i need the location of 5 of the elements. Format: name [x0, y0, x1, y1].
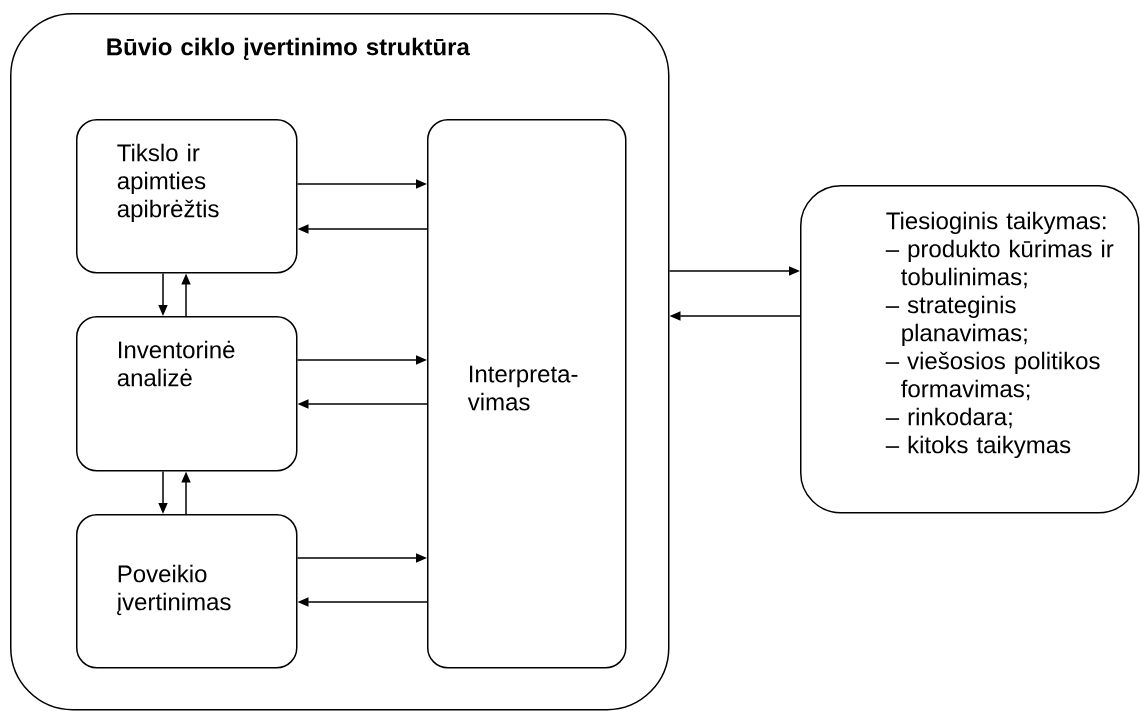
process-box: Inventorinė analizė [76, 316, 298, 472]
application-box: Tiesioginis taikymas: – produkto kūrimas ir tobulinimas; – strateginis planavimas; – viešosios politikos formavimas; – rinkodara; – kitoks taikymas [800, 185, 1140, 514]
process-box: Poveikio įvertinimas [76, 514, 298, 669]
tall-process-box: Interpreta- vimas [427, 119, 627, 669]
process-box: Tikslo ir apimties apibrėžtis [76, 119, 298, 274]
